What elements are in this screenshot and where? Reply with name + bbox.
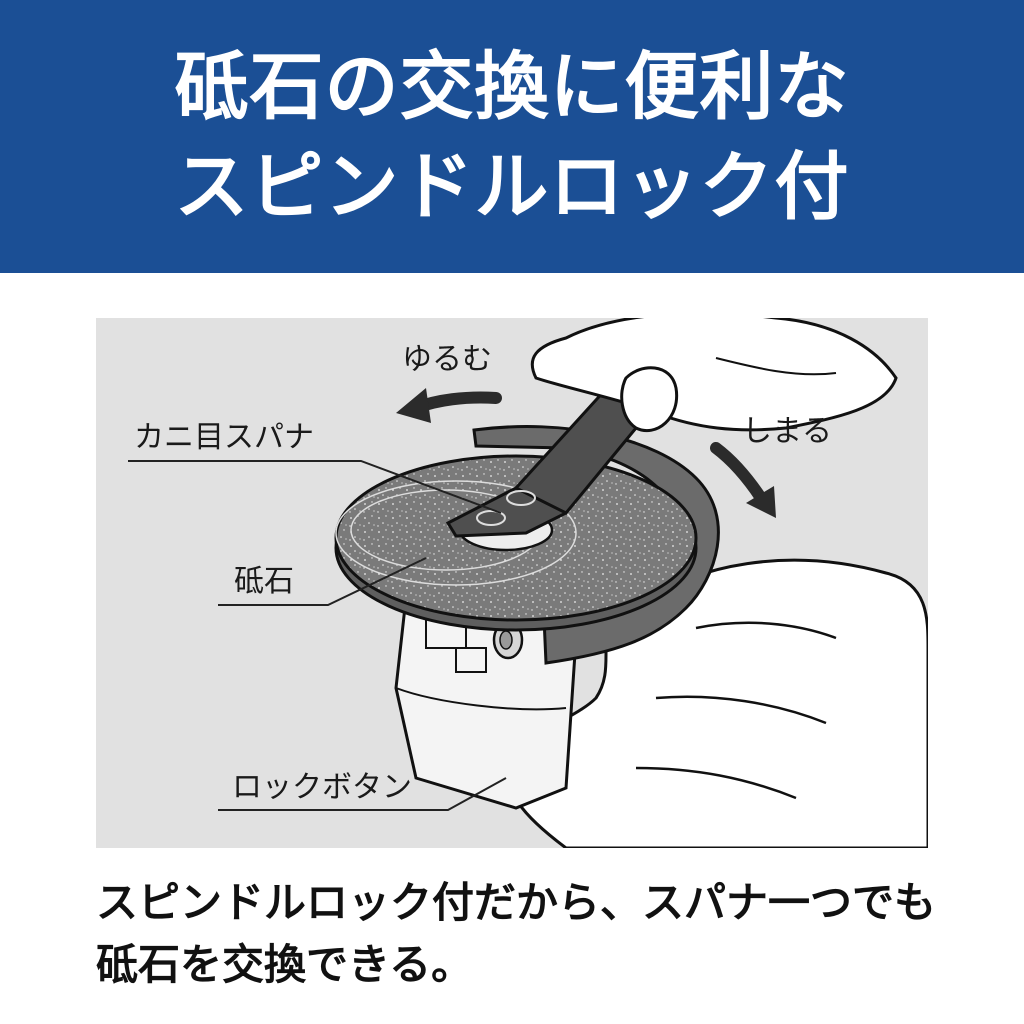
label-tighten: しまる xyxy=(742,414,832,449)
lock-button-leader-line xyxy=(218,777,507,811)
label-lock-button: ロックボタン xyxy=(232,770,412,805)
caption-text: スピンドルロック付だから、スパナ一つでも 砥石を交換できる。 xyxy=(96,872,956,996)
illustration-panel: ゆるむ しまる カニ目スパナ 砥石 ロックボタン xyxy=(96,318,928,848)
caption-line2: 砥石を交換できる。 xyxy=(96,940,474,989)
wheel-leader-line xyxy=(218,557,427,606)
tighten-arrow xyxy=(710,442,776,518)
upper-hand xyxy=(530,318,898,433)
header-banner: 砥石の交換に便利な スピンドルロック付 xyxy=(0,0,1024,273)
label-loosen: ゆるむ xyxy=(402,342,492,377)
label-spanner: カニ目スパナ xyxy=(134,420,314,455)
spanner-leader-line xyxy=(128,460,502,514)
loosen-arrow xyxy=(396,388,502,423)
label-wheel: 砥石 xyxy=(234,564,294,599)
grinding-wheel xyxy=(334,454,698,632)
grinder-illustration xyxy=(128,318,928,848)
caption-line1: スピンドルロック付だから、スパナ一つでも xyxy=(96,878,937,927)
header-title-line2: スピンドルロック付 xyxy=(174,143,850,230)
header-title-line1: 砥石の交換に便利な xyxy=(174,43,850,130)
